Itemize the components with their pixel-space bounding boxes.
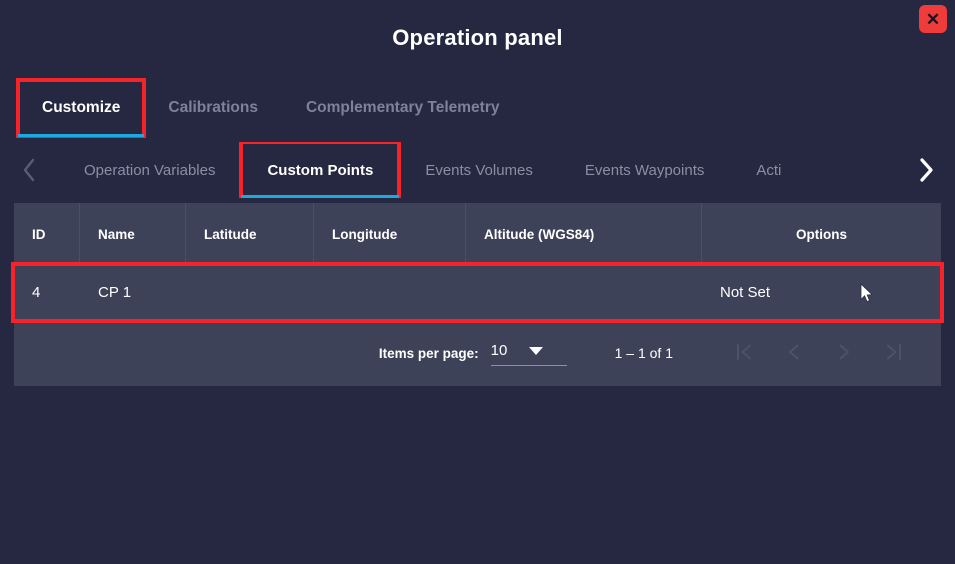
table-header-row: ID Name Latitude Longitude Altitude (WGS… [14,203,941,265]
table-paginator: Items per page: 10 1 – 1 of 1 [14,320,941,386]
pagination-range-label: 1 – 1 of 1 [614,345,673,361]
previous-page-icon [784,342,804,365]
tab-actions[interactable]: Acti [730,142,781,198]
chevron-right-icon [917,156,935,184]
column-header-latitude: Latitude [186,203,314,265]
cell-id: 4 [32,284,41,301]
items-per-page-value: 10 [490,342,508,359]
secondary-tabs-prev-button[interactable] [0,142,58,198]
secondary-tab-bar: Operation Variables Custom Points Events… [0,142,955,198]
tab-events-volumes[interactable]: Events Volumes [399,142,559,198]
page-title: Operation panel [392,25,563,50]
column-header-longitude: Longitude [314,203,466,265]
next-page-icon [834,342,854,365]
first-page-button[interactable] [719,333,769,373]
cell-longitude [314,265,466,320]
close-icon: ✕ [925,9,941,29]
column-header-id: ID [14,203,80,265]
tab-custom-points[interactable]: Custom Points [239,142,402,198]
tab-operation-variables[interactable]: Operation Variables [58,142,241,198]
next-page-button[interactable] [819,333,869,373]
previous-page-button[interactable] [769,333,819,373]
first-page-icon [734,342,754,365]
close-button[interactable]: ✕ [919,5,947,33]
secondary-tabs-next-button[interactable] [897,142,955,198]
tab-customize[interactable]: Customize [15,78,147,138]
last-page-icon [884,342,904,365]
items-per-page-select[interactable]: 10 [490,340,567,366]
tab-complementary-telemetry[interactable]: Complementary Telemetry [282,80,524,136]
column-header-options: Options [796,226,847,242]
cell-latitude [186,265,314,320]
chevron-left-icon [21,157,37,183]
tab-calibrations[interactable]: Calibrations [144,80,282,136]
primary-tab-bar: Customize Calibrations Complementary Tel… [0,78,955,138]
items-per-page-label: Items per page: [378,345,479,361]
secondary-tabs-list: Operation Variables Custom Points Events… [58,142,897,198]
table-row[interactable]: 4 CP 1 Not Set [11,262,944,323]
chevron-down-icon [529,346,544,355]
custom-points-table: ID Name Latitude Longitude Altitude (WGS… [11,203,944,386]
last-page-button[interactable] [869,333,919,373]
column-header-altitude: Altitude (WGS84) [466,203,702,265]
column-header-name: Name [80,203,186,265]
tab-events-waypoints[interactable]: Events Waypoints [559,142,731,198]
cell-options[interactable]: Not Set [720,284,771,301]
cell-name: CP 1 [98,284,132,301]
cell-altitude [466,265,702,320]
